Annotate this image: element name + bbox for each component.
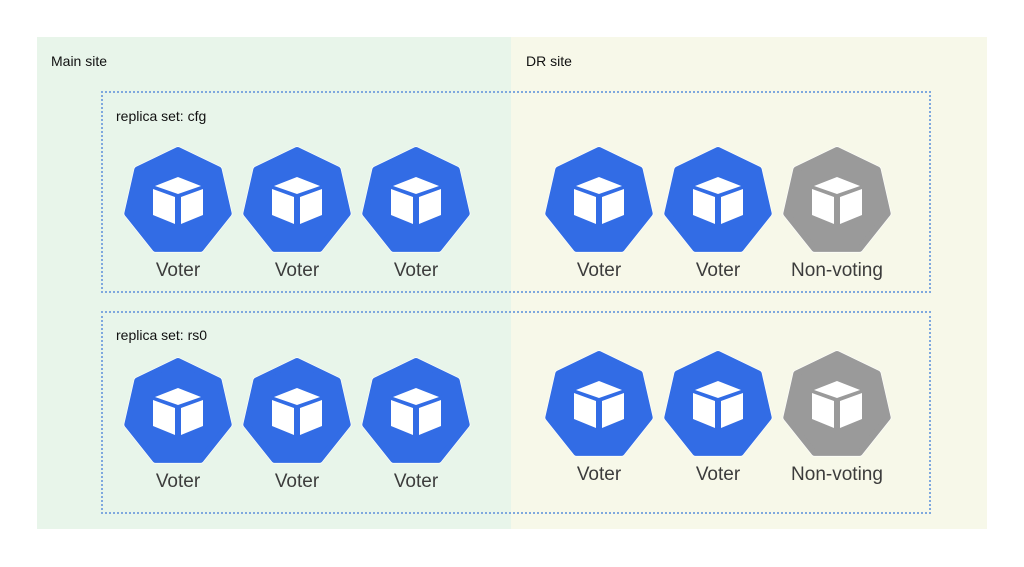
kubernetes-pod-icon: [544, 350, 654, 457]
replica-set-rs0-box: [101, 311, 931, 514]
replica-set-rs0-label: replica set: rs0: [116, 327, 208, 343]
member-role-label: Voter: [274, 471, 320, 492]
dr-site-label: DR site: [526, 53, 572, 69]
replica-member-node: Voter: [539, 146, 659, 282]
kubernetes-pod-icon: [242, 357, 352, 464]
kubernetes-pod-icon: [242, 146, 352, 253]
kubernetes-pod-icon: [123, 146, 233, 253]
member-role-label: Voter: [274, 260, 320, 281]
replica-set-cfg-box: [101, 91, 931, 293]
member-role-label: Non-voting: [791, 464, 883, 485]
member-role-label: Voter: [393, 260, 439, 281]
kubernetes-pod-icon: [782, 350, 892, 457]
main-site-label: Main site: [51, 53, 108, 69]
member-role-label: Voter: [695, 260, 741, 281]
member-role-label: Voter: [393, 471, 439, 492]
member-role-label: Voter: [155, 471, 201, 492]
member-role-label: Non-voting: [791, 260, 883, 281]
kubernetes-pod-icon: [361, 357, 471, 464]
kubernetes-pod-icon: [544, 146, 654, 253]
replica-member-node: Voter: [658, 350, 778, 486]
kubernetes-pod-icon: [663, 350, 773, 457]
replica-set-cfg-label: replica set: cfg: [116, 108, 207, 124]
member-role-label: Voter: [695, 464, 741, 485]
replica-member-node: Non-voting: [777, 350, 897, 486]
replica-member-node: Voter: [539, 350, 659, 486]
replica-member-node: Voter: [118, 357, 238, 493]
replica-member-node: Voter: [356, 146, 476, 282]
replica-member-node: Voter: [356, 357, 476, 493]
replica-member-node: Voter: [118, 146, 238, 282]
kubernetes-pod-icon: [663, 146, 773, 253]
member-role-label: Voter: [155, 260, 201, 281]
member-role-label: Voter: [576, 260, 622, 281]
replica-member-node: Voter: [237, 357, 357, 493]
kubernetes-pod-icon: [782, 146, 892, 253]
kubernetes-pod-icon: [123, 357, 233, 464]
replica-member-node: Voter: [237, 146, 357, 282]
kubernetes-pod-icon: [361, 146, 471, 253]
replica-member-node: Voter: [658, 146, 778, 282]
replica-member-node: Non-voting: [777, 146, 897, 282]
member-role-label: Voter: [576, 464, 622, 485]
